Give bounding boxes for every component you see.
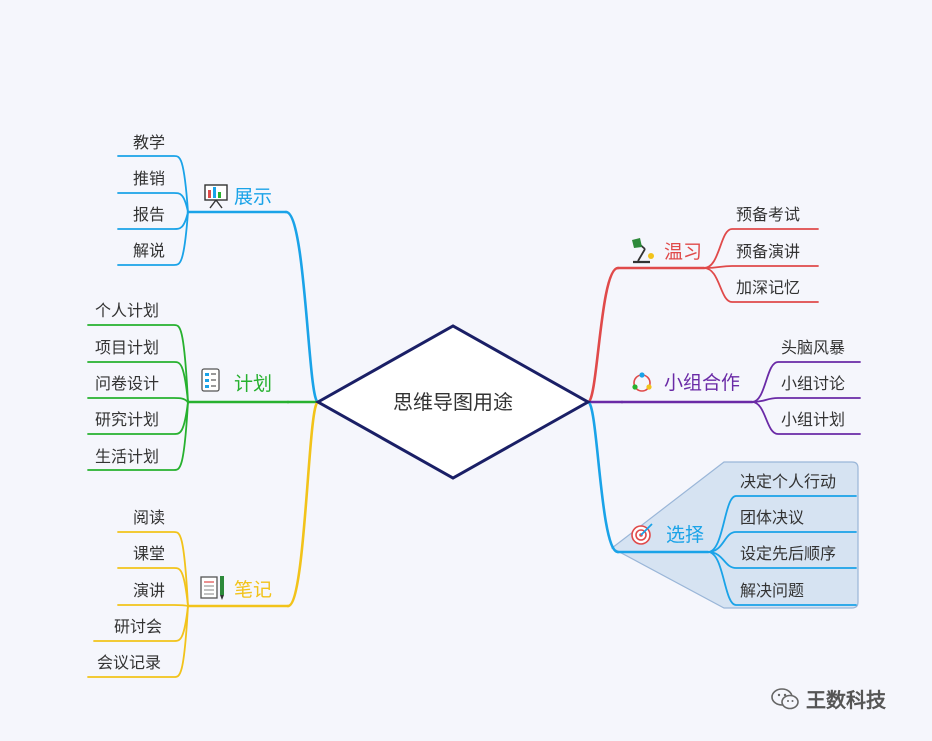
leaf-tuixiao[interactable]: 推销 [133, 169, 165, 188]
leaf-connector-xuanze-3 [707, 551, 857, 606]
leaf-connector-wenxi-0 [703, 228, 819, 269]
leaf-yubeiyanjiang[interactable]: 预备演讲 [736, 242, 800, 261]
branch-label-xiaozu: 小组合作 [664, 372, 740, 394]
branch-biji[interactable]: 笔记 阅读 课堂 演讲 研讨会 会议记录 [97, 508, 272, 672]
branch-curve-wenxi [586, 266, 620, 404]
leaf-connector-zhanshi-3 [117, 211, 189, 266]
leaf-connector-xuanze-0 [707, 495, 857, 553]
leaf-connector-biji-0 [117, 531, 189, 607]
leaf-connector-wenxi-2 [703, 267, 819, 303]
branch-curve-xuanze [586, 400, 620, 554]
leaf-connector-xiaozu-1 [751, 397, 861, 403]
branch-curve-biji [286, 400, 320, 608]
leaf-jieshuo[interactable]: 解说 [133, 241, 165, 260]
leaf-connector-zhanshi-0 [117, 155, 189, 213]
target-icon [631, 523, 653, 545]
leaf-tuantijueyi[interactable]: 团体决议 [740, 508, 804, 527]
presentation-board-icon [204, 184, 228, 209]
leaf-connector-xiaozu-2 [751, 401, 861, 435]
leaf-gerenjihua[interactable]: 个人计划 [95, 301, 159, 320]
leaf-sheding[interactable]: 设定先后顺序 [740, 544, 836, 563]
leaf-xiaozujihua[interactable]: 小组计划 [781, 410, 845, 429]
branch-wenxi[interactable]: 温习 预备考试 预备演讲 加深记忆 [632, 205, 800, 297]
central-topic-label: 思维导图用途 [393, 390, 513, 414]
branch-label-wenxi: 温习 [664, 241, 702, 263]
branch-jihua[interactable]: 计划 个人计划 项目计划 问卷设计 研究计划 生活计划 [95, 301, 272, 466]
leaf-baogao[interactable]: 报告 [133, 205, 165, 224]
branch-xuanze[interactable]: 选择 决定个人行动 团体决议 设定先后顺序 解决问题 [631, 472, 836, 600]
leaf-connector-jihua-0 [87, 324, 189, 403]
leaf-yanjiang[interactable]: 演讲 [133, 581, 165, 600]
watermark-label: 王数科技 [806, 688, 886, 712]
leaf-jiashenjiyi[interactable]: 加深记忆 [736, 278, 800, 297]
leaf-yuedu[interactable]: 阅读 [133, 508, 165, 527]
leaf-huiyijilu[interactable]: 会议记录 [97, 653, 161, 672]
central-topic[interactable]: 思维导图用途 [314, 324, 592, 480]
branch-curve-zhanshi [284, 210, 320, 404]
branch-zhanshi[interactable]: 展示 教学 推销 报告 解说 [133, 133, 272, 260]
leaf-jueding[interactable]: 决定个人行动 [740, 472, 836, 491]
leaf-connector-wenxi-1 [703, 265, 819, 269]
leaf-connector-xuanze-1 [707, 531, 857, 553]
desk-lamp-icon [632, 238, 654, 264]
leaf-connector-jihua-2 [87, 397, 189, 403]
notebook-pen-icon [200, 576, 224, 600]
leaf-connector-biji-2 [117, 604, 189, 607]
leaf-xiaozutaolun[interactable]: 小组讨论 [781, 374, 845, 393]
team-cycle-icon [632, 372, 652, 392]
leaf-ketang[interactable]: 课堂 [133, 544, 165, 563]
leaf-connector-xiaozu-0 [751, 361, 861, 403]
branch-label-jihua: 计划 [234, 373, 272, 395]
leaf-yantaohui[interactable]: 研讨会 [114, 617, 162, 636]
leaf-xiangmujihua[interactable]: 项目计划 [95, 338, 159, 357]
leaf-connector-jihua-4 [87, 401, 189, 471]
leaf-jiejuewenti[interactable]: 解决问题 [740, 581, 804, 600]
leaf-connector-zhanshi-1 [117, 192, 189, 213]
connector-lines [87, 155, 861, 678]
leaf-connector-jihua-1 [87, 361, 189, 403]
leaf-shenghuojihua[interactable]: 生活计划 [95, 447, 159, 466]
wechat-icon [771, 687, 799, 709]
central-diamond-shape [314, 324, 592, 480]
checklist-icon [201, 368, 220, 392]
branch-label-biji: 笔记 [234, 579, 272, 601]
leaf-connector-biji-1 [117, 567, 189, 607]
leaf-wenjuansheji[interactable]: 问卷设计 [95, 374, 159, 393]
leaf-yanjiujihua[interactable]: 研究计划 [95, 410, 159, 429]
branch-label-zhanshi: 展示 [234, 186, 272, 208]
leaf-connector-biji-4 [87, 605, 189, 678]
branch-label-xuanze: 选择 [666, 524, 704, 546]
leaf-jiaoxue[interactable]: 教学 [133, 133, 165, 152]
branch-xiaozu[interactable]: 小组合作 头脑风暴 小组讨论 小组计划 [632, 338, 845, 429]
watermark: 王数科技 [770, 684, 886, 713]
leaf-tounaofengbao[interactable]: 头脑风暴 [781, 338, 845, 357]
selection-highlight-region [610, 461, 859, 609]
leaf-yubeikaoshi[interactable]: 预备考试 [736, 205, 800, 224]
